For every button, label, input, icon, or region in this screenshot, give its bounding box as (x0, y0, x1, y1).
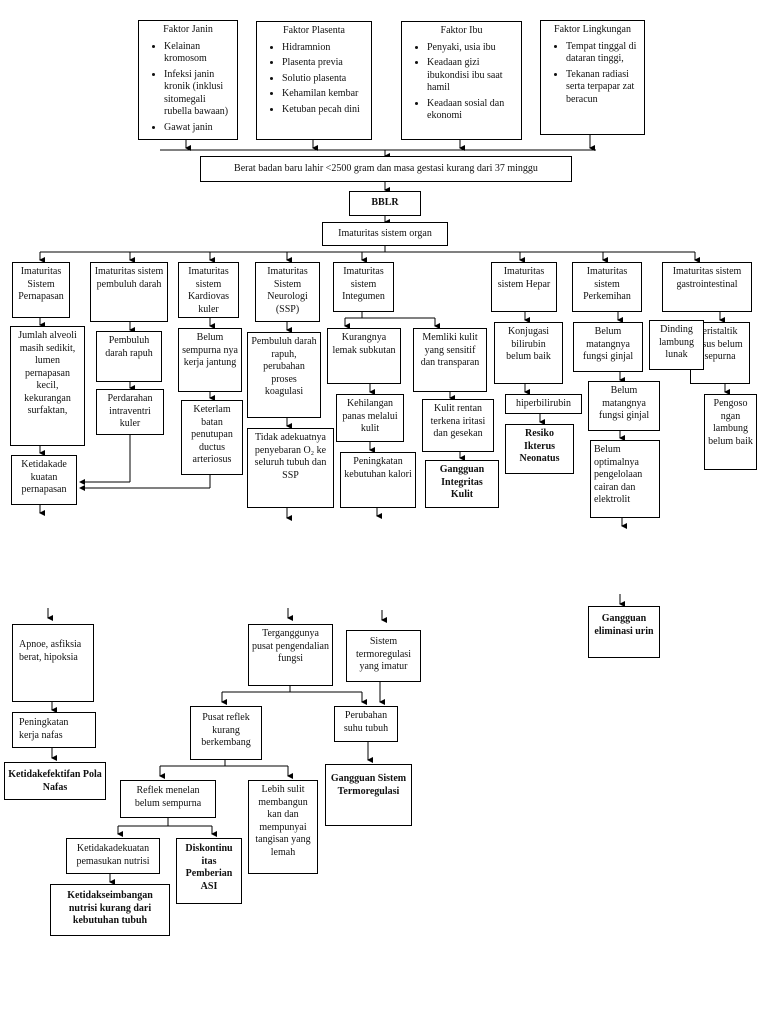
system-pembuluh-box: Imaturitas sistem pembuluh darah (90, 262, 168, 322)
belum-optimal-box: Belum optimalnya pengelolaan cairan dan … (590, 440, 660, 518)
factor-ibu-item: Keadaan sosial dan ekonomi (427, 98, 518, 123)
peningkatan-kalori-box: Peningkatan kebutuhan kalori (340, 452, 416, 508)
keterlambatan-box: Keterlam batan penutupan ductus arterios… (181, 400, 243, 475)
factor-janin-title: Faktor Janin (163, 24, 213, 35)
kurangnya-lemak-box: Kurangnya lemak subkutan (327, 328, 401, 384)
ketidakadekuatan-pernapasan-box: Ketidakade kuatan pernapasan (11, 455, 77, 505)
memiliki-kulit-box: Memliki kulit yang sensitif dan transpar… (413, 328, 487, 392)
kulit-rentan-box: Kulit rentan terkena iritasi dan gesekan (422, 399, 494, 452)
diskontinuitas-asi-box: Diskontinu itas Pemberian ASI (176, 838, 242, 904)
system-gastro-box: Imaturitas sistem gastrointestinal (662, 262, 752, 312)
factor-janin-item: Kelainan kromosom (164, 41, 234, 66)
system-perkemihan-box: Imaturitas sistem Perkemihan (572, 262, 642, 312)
factor-lingkungan-item: Tekanan radiasi serta terpapar zat berac… (566, 69, 641, 107)
tidak-adekuat-box: Tidak adekuatnya penyebaran O₂ ke seluru… (247, 428, 334, 508)
factor-plasenta-item: Ketuban pecah dini (282, 104, 368, 117)
factor-ibu-item: Penyaki, usia ibu (427, 42, 518, 55)
gangguan-integritas-kulit-box: Gangguan Integritas Kulit (425, 460, 499, 508)
kehilangan-panas-box: Kehilangan panas melalui kulit (336, 394, 404, 442)
gangguan-sistem-termoregulasi-box: Gangguan Sistem Termoregulasi (325, 764, 412, 826)
sistem-termoregulasi-imatur-box: Sistem termoregulasi yang imatur (346, 630, 421, 682)
pembuluh-rapuh-ssp-box: Pembuluh darah rapuh, perubahan proses k… (247, 332, 321, 418)
factor-plasenta-item: Kehamilan kembar (282, 88, 368, 101)
belum-matang-ginjal-1-box: Belum matangnya fungsi ginjal (573, 322, 643, 372)
berat-badan-box: Berat badan baru lahir <2500 gram dan ma… (200, 156, 572, 182)
factor-ibu-title: Faktor Ibu (440, 25, 483, 36)
imaturitas-organ-box: Imaturitas sistem organ (322, 222, 448, 246)
system-hepar-box: Imaturitas sistem Hepar (491, 262, 557, 312)
pusat-reflek-box: Pusat reflek kurang berkembang (190, 706, 262, 760)
system-kardiovaskuler-box: Imaturitas sistem Kardiovas kuler (178, 262, 239, 318)
lebih-sulit-box: Lebih sulit membangun kan dan mempunyai … (248, 780, 318, 874)
ketidakefektifan-pola-nafas-box: Ketidakefektifan Pola Nafas (4, 762, 106, 800)
belum-sempurna-jantung-box: Belum sempurna nya kerja jantung (178, 328, 242, 392)
factor-janin-item: Gawat janin (164, 122, 234, 135)
system-neurologi-box: Imaturitas Sistem Neurologi (SSP) (255, 262, 320, 322)
factor-ibu-box: Faktor Ibu Penyaki, usia ibu Keadaan giz… (401, 21, 522, 140)
ketidakadekuatan-nutrisi-box: Ketidakadekuatan pemasukan nutrisi (66, 838, 160, 874)
system-integumen-box: Imaturitas sistem Integumen (333, 262, 394, 312)
perdarahan-box: Perdarahan intraventri kuler (96, 389, 164, 435)
factor-plasenta-box: Faktor Plasenta Hidramnion Plasenta prev… (256, 21, 372, 140)
reflek-menelan-box: Reflek menelan belum sempurna (120, 780, 216, 818)
factor-janin-item: Infeksi janin kronik (inklusi sitomegali… (164, 69, 234, 119)
system-pernapasan-box: Imaturitas Sistem Pernapasan (12, 262, 70, 318)
factor-ibu-item: Keadaan gizi ibukondisi ibu saat hamil (427, 57, 518, 95)
factor-lingkungan-title: Faktor Lingkungan (554, 24, 631, 35)
jumlah-alveoli-box: Jumlah alveoli masih sedikit, lumen pern… (10, 326, 85, 446)
hiperbilirubin-box: hiperbilirubin (505, 394, 582, 414)
belum-matang-ginjal-2-box: Belum matangnya fungsi ginjal (588, 381, 660, 431)
pengosongan-box: Pengoso ngan lambung belum baik (704, 394, 757, 470)
bblr-box: BBLR (349, 191, 421, 216)
apnoe-box: Apnoe, asfiksia berat, hipoksia (12, 624, 94, 702)
perubahan-suhu-box: Perubahan suhu tubuh (334, 706, 398, 742)
konjugasi-box: Konjugasi bilirubin belum baik (494, 322, 563, 384)
factor-plasenta-item: Plasenta previa (282, 57, 368, 70)
resiko-ikterus-box: Resiko Ikterus Neonatus (505, 424, 574, 474)
factor-plasenta-item: Solutio plasenta (282, 73, 368, 86)
gangguan-eliminasi-urin-box: Gangguan eliminasi urin (588, 606, 660, 658)
factor-lingkungan-item: Tempat tinggal di dataran tinggi, (566, 41, 641, 66)
factor-janin-box: Faktor Janin Kelainan kromosom Infeksi j… (138, 20, 238, 140)
dinding-lambung-box: Dinding lambung lunak (649, 320, 704, 370)
terganggunya-pusat-box: Terganggunya pusat pengendalian fungsi (248, 624, 333, 686)
pembuluh-rapuh-box: Pembuluh darah rapuh (96, 331, 162, 382)
ketidakseimbangan-nutrisi-box: Ketidakseimbangan nutrisi kurang dari ke… (50, 884, 170, 936)
factor-plasenta-title: Faktor Plasenta (283, 25, 345, 36)
factor-plasenta-item: Hidramnion (282, 42, 368, 55)
peningkatan-nafas-box: Peningkatan kerja nafas (12, 712, 96, 748)
factor-lingkungan-box: Faktor Lingkungan Tempat tinggal di data… (540, 20, 645, 135)
